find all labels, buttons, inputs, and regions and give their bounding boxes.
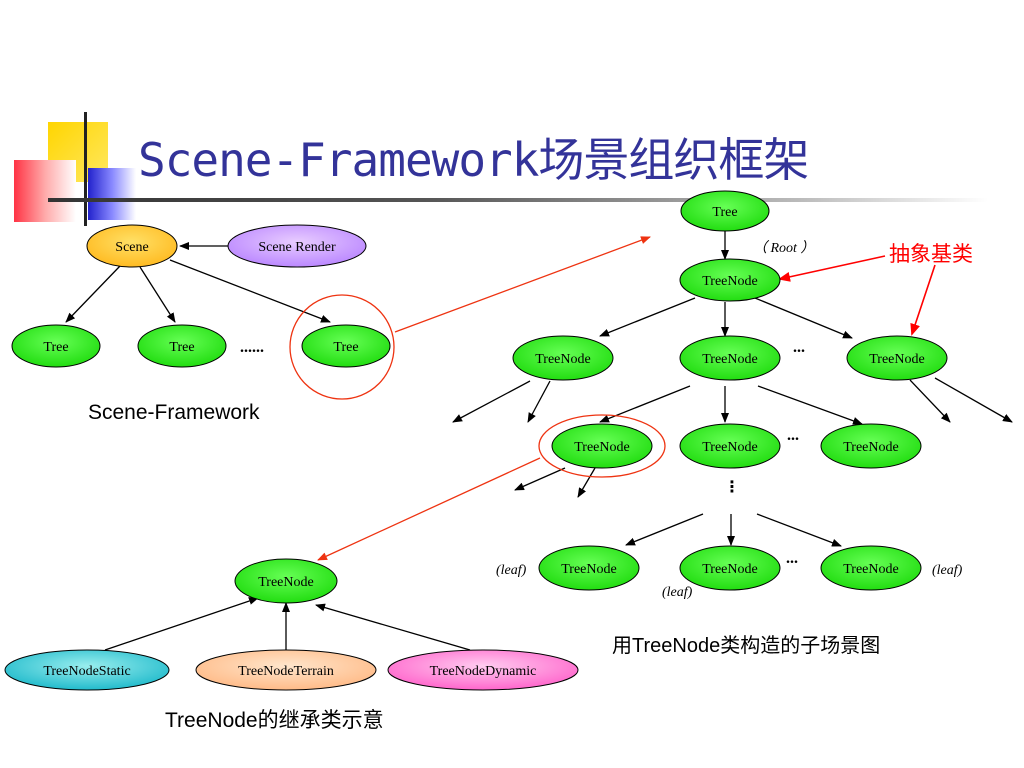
node-treenode-root-label: TreeNode xyxy=(702,274,757,289)
highlight-links xyxy=(289,236,936,561)
node-treenode-l1a: TreeNode xyxy=(512,335,614,381)
edge-l1a-out-2 xyxy=(527,380,551,423)
node-treenode-terrain: TreeNodeTerrain xyxy=(195,649,377,691)
node-treenode-l2a-label: TreeNode xyxy=(574,440,629,455)
node-treenode-l1a-label: TreeNode xyxy=(535,352,590,367)
title-underline xyxy=(48,198,988,202)
node-treenode-l2b: TreeNode xyxy=(679,423,781,469)
inherit-caption: TreeNode的继承类示意 xyxy=(165,709,384,732)
edge-l1c-out-2 xyxy=(934,377,1013,423)
logo-blue-square xyxy=(88,168,136,220)
node-treenode-static: TreeNodeStatic xyxy=(4,649,170,691)
node-treenode-l3c-label: TreeNode xyxy=(843,562,898,577)
node-scene-render-label: Scene Render xyxy=(258,240,336,255)
node-tree-3-label: Tree xyxy=(333,340,358,355)
node-treenode-dynamic: TreeNodeDynamic xyxy=(387,649,579,691)
edge-l2a-out-1 xyxy=(514,467,566,491)
highlight-circle-treenode xyxy=(538,414,666,478)
page-title: Scene-Framework场景组织框架 xyxy=(138,133,809,187)
node-treenode-l2a: TreeNode xyxy=(551,423,653,469)
root-label: （ Root ） xyxy=(753,240,814,256)
node-tree-top: Tree xyxy=(680,190,770,232)
highlight-circle-tree xyxy=(289,294,395,400)
node-tree-1: Tree xyxy=(11,324,101,368)
node-treenode-l2c: TreeNode xyxy=(820,423,922,469)
edge-root-to-l1a xyxy=(599,297,696,337)
edge-dynamic-to-base xyxy=(315,603,471,651)
leaf-label-right: (leaf) xyxy=(932,563,963,578)
node-scene-render: Scene Render xyxy=(227,224,367,268)
node-treenode-l3b-label: TreeNode xyxy=(702,562,757,577)
logo-vertical-line xyxy=(84,112,87,226)
edge-scene-to-tree-3 xyxy=(169,259,331,323)
node-tree-top-label: Tree xyxy=(712,205,737,220)
highlight-link-tree xyxy=(394,236,651,333)
node-treenode-l2c-label: TreeNode xyxy=(843,440,898,455)
node-treenode-l3a: TreeNode xyxy=(538,545,640,591)
edge-l1a-out-1 xyxy=(452,380,531,423)
node-treenode-static-label: TreeNodeStatic xyxy=(43,664,130,679)
node-treenode-dynamic-label: TreeNodeDynamic xyxy=(430,664,537,679)
node-treenode-l3b: TreeNode xyxy=(679,545,781,591)
node-treenode-terrain-label: TreeNodeTerrain xyxy=(238,664,334,679)
node-scene-label: Scene xyxy=(115,240,148,255)
node-treenode-l2b-label: TreeNode xyxy=(702,440,757,455)
node-tree-2: Tree xyxy=(137,324,227,368)
dots-level-3: ... xyxy=(786,550,798,567)
node-scene: Scene xyxy=(86,224,178,268)
node-treenode-l3a-label: TreeNode xyxy=(561,562,616,577)
logo-decoration xyxy=(0,100,140,230)
node-treenode-root: TreeNode xyxy=(679,258,781,302)
leaf-label-left: (leaf) xyxy=(496,563,527,578)
node-treenode-base-label: TreeNode xyxy=(258,575,313,590)
subtree-edges xyxy=(452,231,1013,547)
node-tree-2-label: Tree xyxy=(169,340,194,355)
dots-level-2: ... xyxy=(787,427,799,444)
abstract-arrow-l1c xyxy=(910,264,936,336)
inherit-edges xyxy=(104,597,471,651)
scene-framework-caption: Scene-Framework xyxy=(88,401,260,424)
abstract-arrow-root xyxy=(778,255,886,282)
subtree-caption: 用TreeNode类构造的子场景图 xyxy=(612,634,880,657)
edge-static-to-base xyxy=(104,597,259,651)
dots-vertical: ⋮ xyxy=(724,477,740,496)
node-tree-1-label: Tree xyxy=(43,340,68,355)
dots-scene: ...... xyxy=(240,339,264,356)
node-treenode-base: TreeNode xyxy=(234,558,338,604)
node-tree-3: Tree xyxy=(301,324,391,368)
highlight-link-treenode xyxy=(317,457,541,561)
node-treenode-l1b-label: TreeNode xyxy=(702,352,757,367)
leaf-label-bottom: (leaf) xyxy=(662,585,693,600)
edge-scene-to-tree-2 xyxy=(139,266,176,323)
abstract-base-label: 抽象基类 xyxy=(889,242,973,266)
edge-l2a-out-2 xyxy=(577,467,596,498)
node-treenode-l1c-label: TreeNode xyxy=(869,352,924,367)
edge-to-l3a xyxy=(625,513,704,546)
edge-scene-to-tree-1 xyxy=(65,265,121,323)
logo-red-square xyxy=(14,160,76,222)
edge-to-l3c xyxy=(756,513,842,547)
edge-l1b-to-l2c xyxy=(757,385,863,425)
node-treenode-l3c: TreeNode xyxy=(820,545,922,591)
node-treenode-l1c: TreeNode xyxy=(846,335,948,381)
edge-l1b-to-l2a xyxy=(599,385,691,423)
edge-l1c-out-1 xyxy=(909,379,951,423)
node-treenode-l1b: TreeNode xyxy=(679,335,781,381)
edge-root-to-l1c xyxy=(754,297,853,339)
dots-level-1: ... xyxy=(793,339,805,356)
